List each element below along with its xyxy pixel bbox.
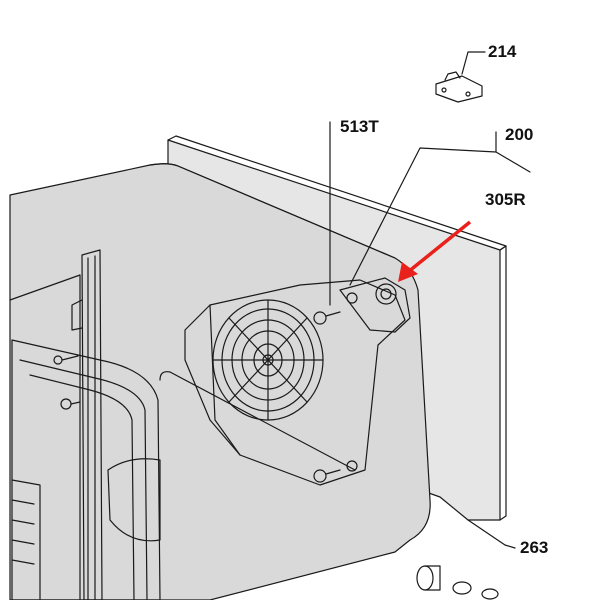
housing-screws: [313, 292, 358, 483]
fixing-point-305R: [375, 283, 397, 305]
highlight-arrow: [398, 220, 472, 282]
label-305R: 305R: [485, 190, 526, 209]
side-rail: [71, 249, 103, 600]
oven-body: [9, 163, 431, 600]
label-214: 214: [488, 42, 517, 61]
left-screws: [53, 355, 81, 410]
part-214-bracket: [435, 71, 483, 103]
bottom-parts: [416, 565, 499, 600]
fan-housing: [184, 277, 411, 486]
label-513T: 513T: [340, 117, 379, 136]
rack-wires: [11, 479, 41, 600]
label-263: 263: [520, 538, 548, 557]
leader-lines: [329, 51, 531, 549]
oven-front-frame: [9, 274, 161, 600]
fan-grille: [212, 299, 324, 421]
label-200: 200: [505, 125, 533, 144]
